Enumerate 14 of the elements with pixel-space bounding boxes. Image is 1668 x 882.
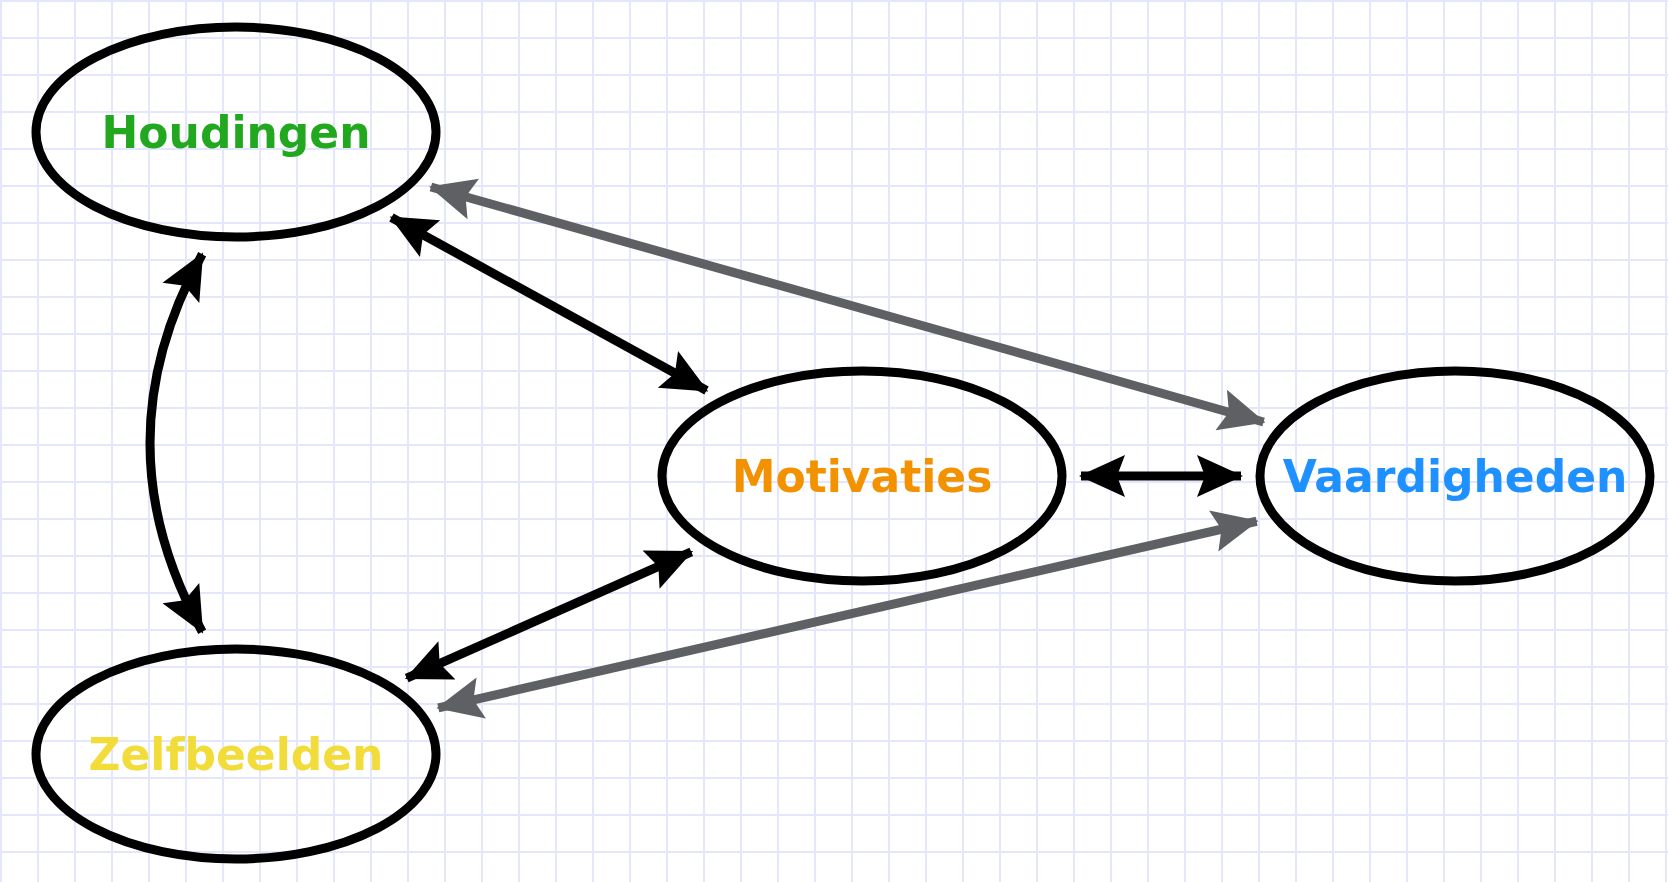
node-label: Vaardigheden: [1282, 450, 1628, 502]
double-arrow: [436, 510, 1259, 719]
ellipse-node: [1255, 366, 1655, 586]
node-label: Houdingen: [101, 106, 371, 158]
ellipse-node: [31, 644, 441, 864]
node-label: Zelfbeelden: [88, 728, 384, 780]
ellipse-node: [657, 366, 1067, 586]
double-arrow: [429, 178, 1266, 431]
node-label: Motivaties: [731, 450, 993, 502]
double-arrow: [1079, 455, 1243, 497]
double-arrow: [145, 252, 207, 634]
double-arrow: [389, 213, 709, 395]
ellipse-node: [31, 22, 441, 242]
double-arrow: [404, 547, 694, 683]
